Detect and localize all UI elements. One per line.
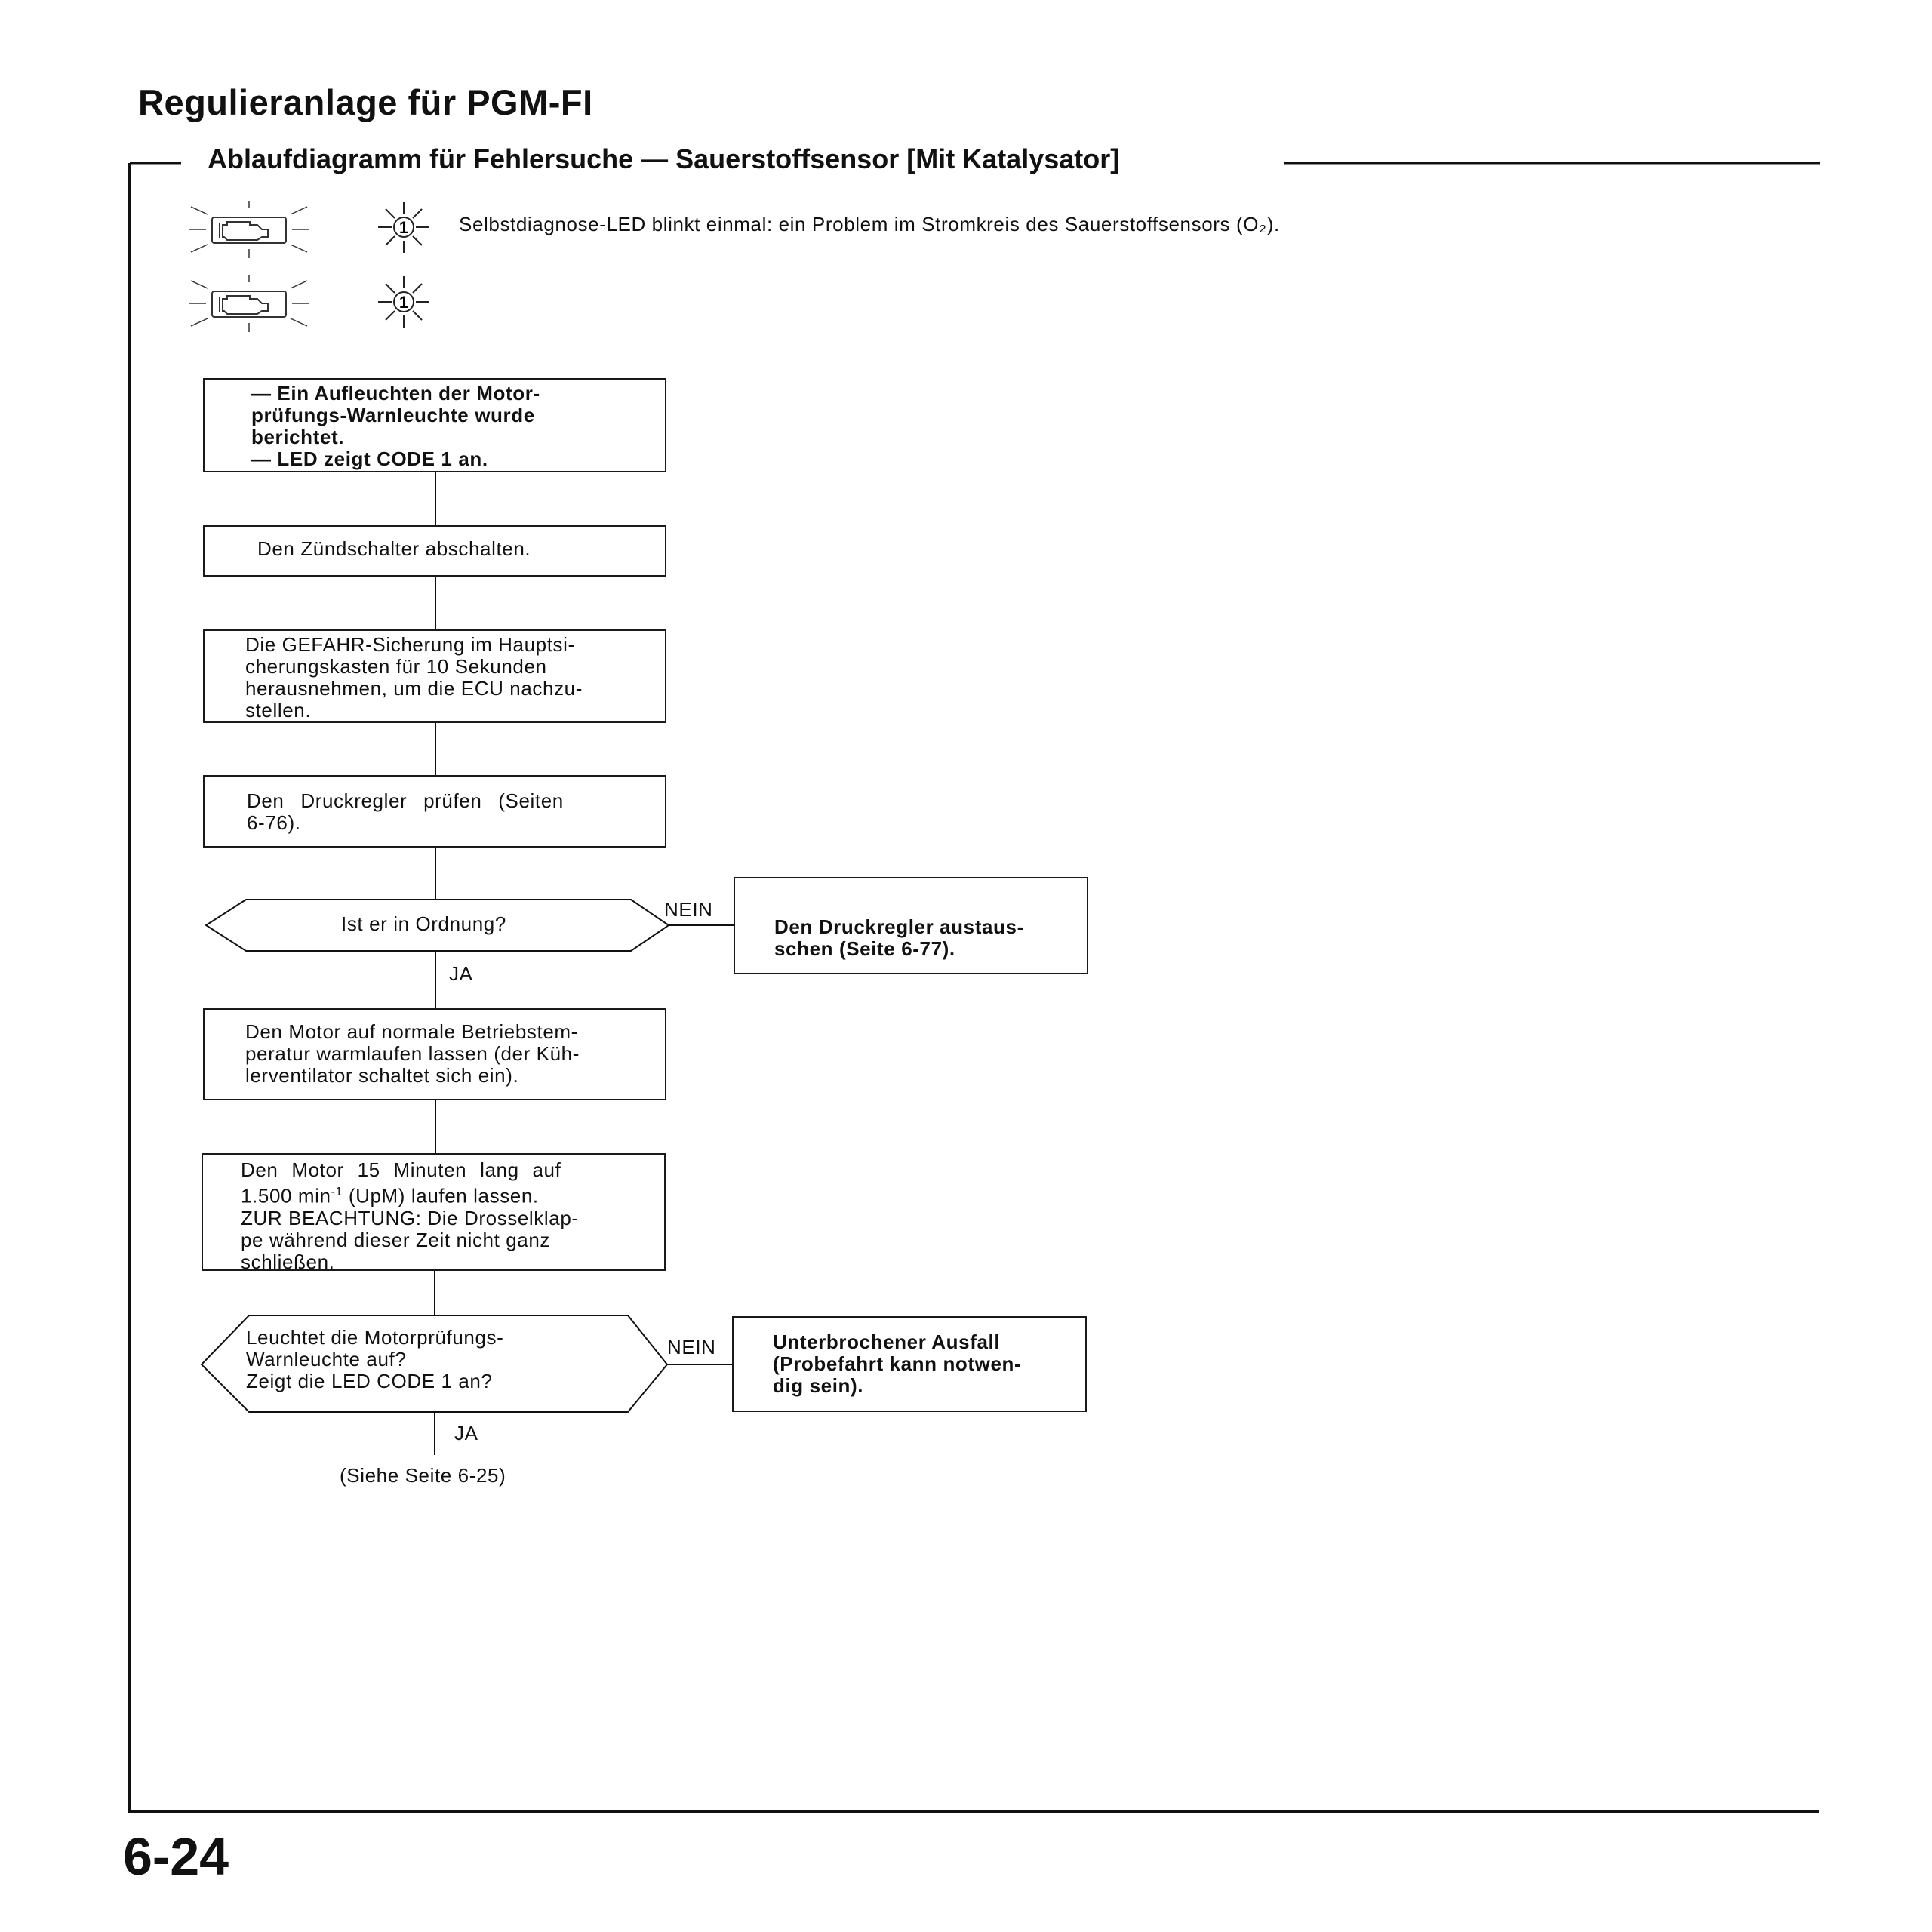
flow-step-run-engine: Den Motor 15 Minuten lang auf 1.500 min-…	[202, 1153, 666, 1273]
engine-warning-light-icon	[185, 273, 313, 334]
page-reference: (Siehe Seite 6-25)	[340, 1464, 506, 1487]
flow-step-ignition-off: Den Zündschalter abschalten.	[203, 525, 666, 577]
decision-warning-light-no-label: NEIN	[667, 1336, 716, 1358]
engine-warning-light-icon	[185, 199, 313, 260]
flow-step-remove-fuse: Die GEFAHR-Sicherung im Hauptsi- cherung…	[203, 629, 666, 723]
flow-step-warm-engine: Den Motor auf normale Betriebstem- perat…	[203, 1008, 666, 1100]
flow-result-intermittent: Unterbrochener Ausfall (Probefahrt kann …	[732, 1316, 1087, 1412]
flow-step-ignition-off-text: Den Zündschalter abschalten.	[257, 537, 531, 560]
decision-warning-light: Leuchtet die Motorprüfungs- Warnleuchte …	[246, 1326, 504, 1392]
flow-step-run-engine-note: ZUR BEACHTUNG: Die Drosselklap- pe währe…	[241, 1206, 579, 1273]
legend-description: Selbstdiagnose-LED blinkt einmal: ein Pr…	[459, 213, 1280, 235]
flow-result-replace-regulator-text: Den Druckregler austaus- schen (Seite 6-…	[774, 915, 1024, 960]
led-blink-icon: 1	[374, 197, 434, 257]
page-number: 6-24	[123, 1827, 229, 1886]
flow-step-check-regulator-text: Den Druckregler prüfen (Seiten 6-76).	[247, 789, 564, 834]
flow-step-remove-fuse-text: Die GEFAHR-Sicherung im Hauptsi- cherung…	[245, 633, 583, 721]
flow-step-run-engine-line2: 1.500 min-1 (UpM) laufen lassen.	[241, 1184, 539, 1208]
section-title: Ablaufdiagramm für Fehlersuche — Sauerst…	[200, 143, 1128, 175]
flow-step-warm-engine-text: Den Motor auf normale Betriebstem- perat…	[245, 1020, 580, 1087]
flow-step-start-text: — Ein Aufleuchten der Motor- prüfungs-Wa…	[251, 382, 540, 470]
flow-step-check-regulator: Den Druckregler prüfen (Seiten 6-76).	[203, 775, 666, 848]
flow-step-run-engine-line1: Den Motor 15 Minuten lang auf	[241, 1158, 561, 1181]
flow-result-replace-regulator: Den Druckregler austaus- schen (Seite 6-…	[734, 877, 1088, 974]
led-blink-icon: 1	[374, 272, 434, 332]
led-code-number: 1	[399, 218, 408, 237]
led-code-number: 1	[399, 293, 408, 312]
flow-step-start: — Ein Aufleuchten der Motor- prüfungs-Wa…	[203, 378, 666, 472]
decision-regulator-no-label: NEIN	[664, 898, 713, 921]
decision-warning-light-yes-label: JA	[454, 1422, 478, 1444]
decision-regulator-yes-label: JA	[449, 962, 473, 985]
page-title: Regulieranlage für PGM-FI	[138, 82, 593, 122]
flow-result-intermittent-text: Unterbrochener Ausfall (Probefahrt kann …	[773, 1331, 1022, 1397]
decision-regulator-ok: Ist er in Ordnung?	[341, 912, 506, 935]
